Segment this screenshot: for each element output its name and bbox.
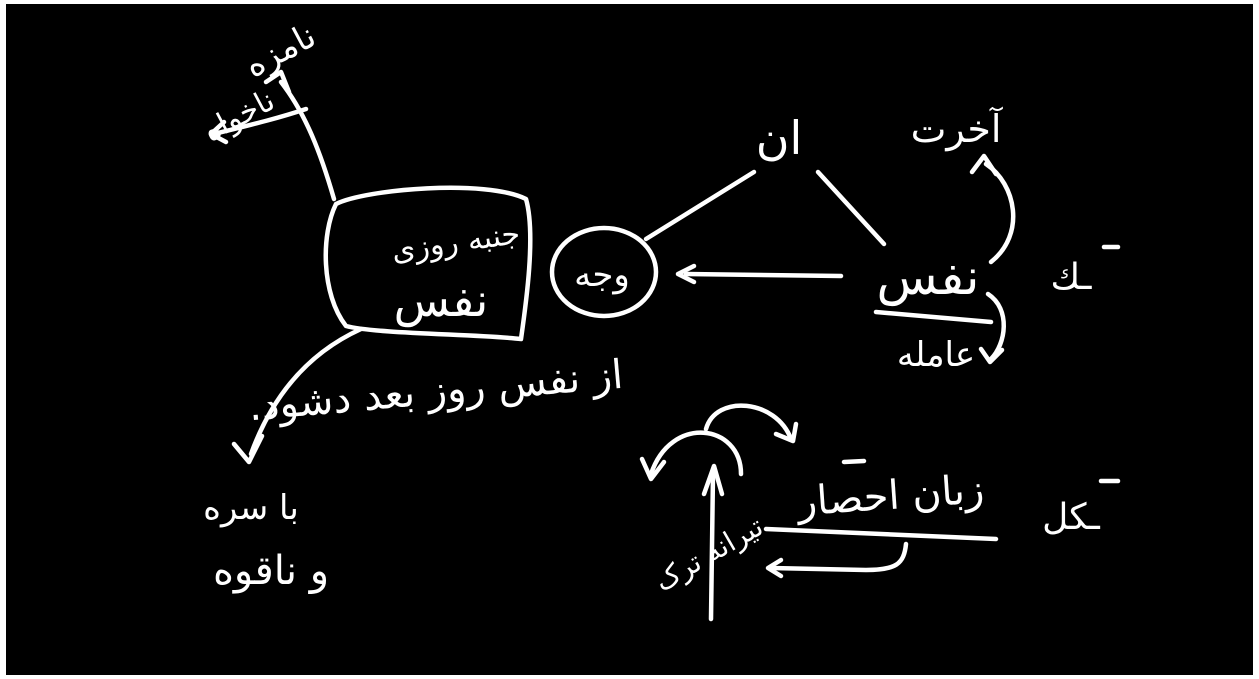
underline-nafs — [873, 309, 994, 325]
arc-right — [703, 403, 794, 442]
label-right-center: نفس — [877, 248, 980, 306]
arrow-to-bottom-left — [248, 326, 364, 457]
arrowhead-bottom-left — [231, 433, 265, 465]
label-bottom-right: زبان احصار — [794, 467, 986, 526]
vertical-arrowhead — [701, 463, 725, 497]
arrowhead-name-bottom — [208, 119, 229, 145]
arrowhead-akhirat — [969, 153, 999, 177]
arrowhead-circle — [675, 263, 697, 285]
arc-right-head — [773, 421, 799, 444]
left-box — [323, 185, 533, 342]
line-circle-to-an — [643, 169, 757, 242]
arrowhead-name-top — [263, 69, 292, 95]
label-name-bottom: ناخواه — [197, 83, 280, 149]
label-top-right: آخرت — [911, 106, 1003, 152]
arc-left — [648, 430, 744, 477]
label-circle-center: وجه — [574, 255, 630, 295]
label-bottom-left-1: با سره — [203, 488, 299, 528]
arrow-to-akhirat — [983, 161, 1016, 265]
vertical-arrow — [708, 471, 716, 622]
label-under-box: از نفس روز بعد دشود. — [247, 352, 625, 431]
label-right-below: عامله — [897, 335, 975, 375]
label-mark-right-bottom: ـكل — [1042, 497, 1100, 538]
label-box-line2: نفس — [394, 273, 489, 327]
dash-mark-1 — [841, 458, 867, 465]
label-bottom-left-2: و ناقوه — [213, 548, 329, 594]
label-mark-right-top: ـك — [1051, 257, 1092, 298]
blackboard: نامزه ناخواه جنبه روزی نفس از نفس روز بع… — [6, 4, 1253, 675]
label-box-line1: جنبه روزی — [389, 216, 522, 269]
center-circle — [549, 225, 659, 319]
line-an-to-nafs — [815, 169, 887, 247]
arc-left-head — [639, 456, 667, 482]
arrow-to-name-top — [278, 79, 337, 202]
label-bottom-mid: تیرانه ترک — [649, 510, 769, 598]
handwritten-diagram: نامزه ناخواه جنبه روزی نفس از نفس روز بع… — [197, 16, 1121, 622]
hook-arrow-bottom — [768, 541, 909, 573]
label-top-center: ان — [756, 111, 803, 165]
arrowhead-amele — [978, 346, 1005, 365]
underline-bottom-right — [763, 526, 999, 542]
arrow-to-name-bottom — [211, 106, 309, 137]
arrow-nafs-to-circle — [683, 271, 844, 279]
arrowhead-hook — [765, 557, 784, 579]
